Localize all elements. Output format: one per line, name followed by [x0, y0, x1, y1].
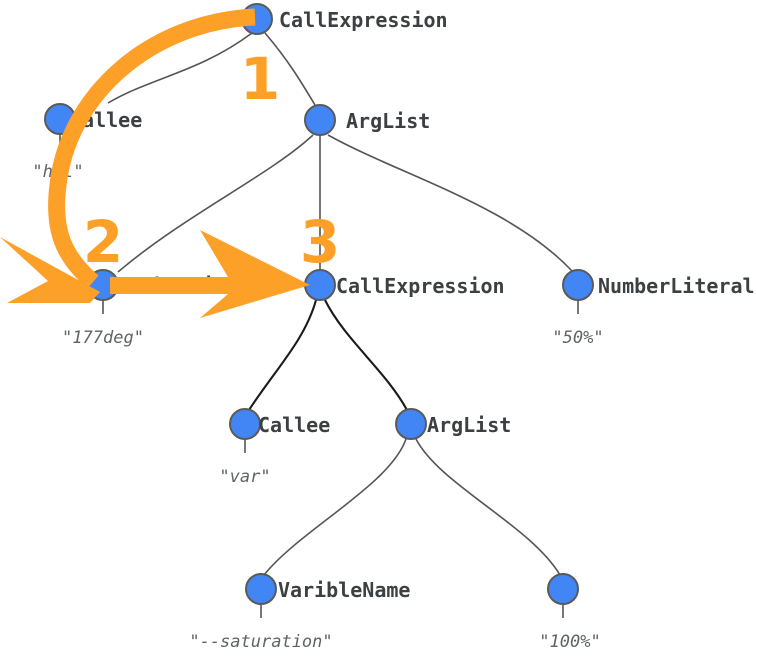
node-variblename[interactable] — [245, 573, 277, 605]
annotation-step-2: 2 — [83, 208, 123, 276]
node-group — [44, 3, 594, 605]
value-numberliteral-100: "100%" — [539, 632, 600, 652]
edge-root-callee — [107, 32, 253, 104]
label-arglist-inner: ArgList — [427, 413, 511, 437]
value-label-group: "hsl" "177deg" "50%" "var" "--saturation… — [32, 162, 603, 652]
value-numberliteral-50: "50%" — [552, 328, 603, 348]
node-numberliteral-100[interactable] — [547, 573, 579, 605]
annotation-step-3: 3 — [300, 208, 340, 276]
leaf-stub-group — [59, 134, 579, 618]
edge-arglist2-numliteral-100 — [415, 438, 561, 576]
node-label-group: CallExpression Callee ArgList NumberLite… — [70, 8, 755, 602]
curved-arrow-head — [0, 237, 100, 303]
node-callee-var[interactable] — [229, 408, 261, 440]
node-arglist-top[interactable] — [304, 104, 336, 136]
value-numberliteral-177deg: "177deg" — [62, 328, 144, 348]
label-callexpression-root: CallExpression — [279, 8, 448, 32]
value-callee-var: "var" — [219, 467, 270, 487]
edge-group — [107, 32, 573, 576]
edge-callexpression-callee — [248, 299, 318, 411]
annotation-number-group: 1 2 3 — [83, 45, 340, 276]
edge-arglist-numliteral-177deg — [117, 134, 314, 273]
node-arglist-inner[interactable] — [395, 408, 427, 440]
edge-arglist-numliteral-50 — [327, 134, 573, 272]
edge-arglist2-varname — [263, 438, 407, 576]
edge-callexpression-arglist — [324, 299, 408, 411]
value-variblename: "--saturation" — [189, 632, 332, 652]
label-numberliteral-50: NumberLiteral — [598, 274, 755, 298]
label-callee-var: Callee — [258, 413, 330, 437]
label-arglist-top: ArgList — [346, 109, 430, 133]
label-callexpression-var: CallExpression — [336, 274, 505, 298]
curved-arrow-shaft — [48, 8, 256, 289]
annotation-arrow-straight — [110, 230, 310, 318]
edge-root-arglist — [264, 32, 316, 106]
label-variblename: VaribleName — [278, 578, 410, 602]
annotation-step-1: 1 — [240, 45, 280, 113]
straight-arrow-head — [150, 230, 310, 318]
annotation-arrow-curved — [0, 8, 256, 303]
node-numberliteral-50[interactable] — [562, 269, 594, 301]
